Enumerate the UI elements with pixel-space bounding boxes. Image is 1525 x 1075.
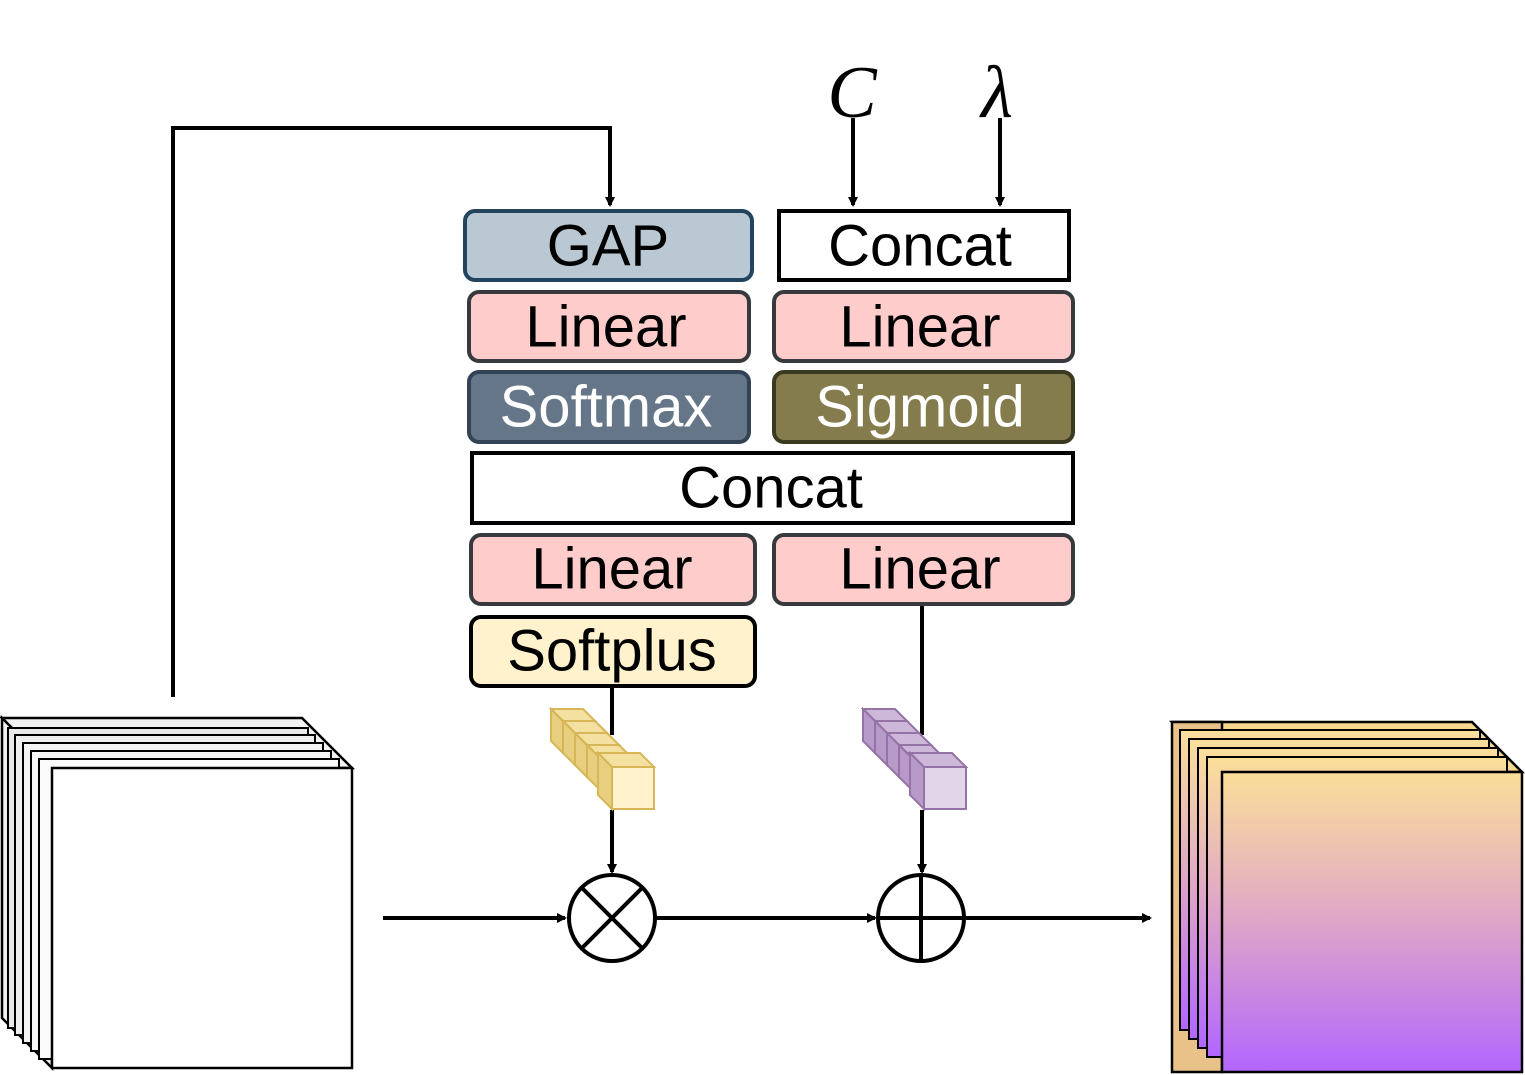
linear-left-top-label: Linear	[525, 295, 686, 360]
skip-to-gap-arrow	[171, 126, 615, 697]
concat-top-label: Concat	[828, 214, 1012, 279]
add-operator-icon	[876, 873, 966, 963]
softplus-block: Softplus	[469, 615, 757, 688]
softmax-block: Softmax	[467, 370, 751, 444]
linear-right-bottom-label: Linear	[839, 537, 1000, 602]
linear-left-bottom-block: Linear	[469, 533, 757, 606]
linear-left-bottom-label: Linear	[531, 537, 692, 602]
gap-block: GAP	[463, 209, 754, 282]
gap-label: GAP	[547, 214, 670, 279]
shift-vector	[860, 706, 969, 812]
sigmoid-label: Sigmoid	[815, 375, 1025, 440]
multiply-operator-icon	[567, 873, 657, 963]
input-feature-map	[0, 714, 356, 1072]
sigmoid-block: Sigmoid	[772, 370, 1075, 444]
lambda-input-symbol: λ	[979, 52, 1013, 134]
concat-top-block: Concat	[777, 209, 1071, 282]
concat-middle-block: Concat	[470, 451, 1075, 525]
linear-right-top-label: Linear	[839, 295, 1000, 360]
connectors	[171, 118, 1152, 923]
softplus-label: Softplus	[507, 619, 717, 684]
softmax-label: Softmax	[500, 375, 713, 440]
linear-right-bottom-block: Linear	[772, 533, 1075, 606]
linear-right-top-block: Linear	[772, 290, 1075, 363]
linear-left-top-block: Linear	[467, 290, 751, 363]
c-input-symbol: C	[827, 52, 878, 134]
output-feature-map	[1168, 720, 1525, 1074]
scale-vector	[548, 706, 657, 812]
concat-middle-label: Concat	[679, 456, 863, 521]
